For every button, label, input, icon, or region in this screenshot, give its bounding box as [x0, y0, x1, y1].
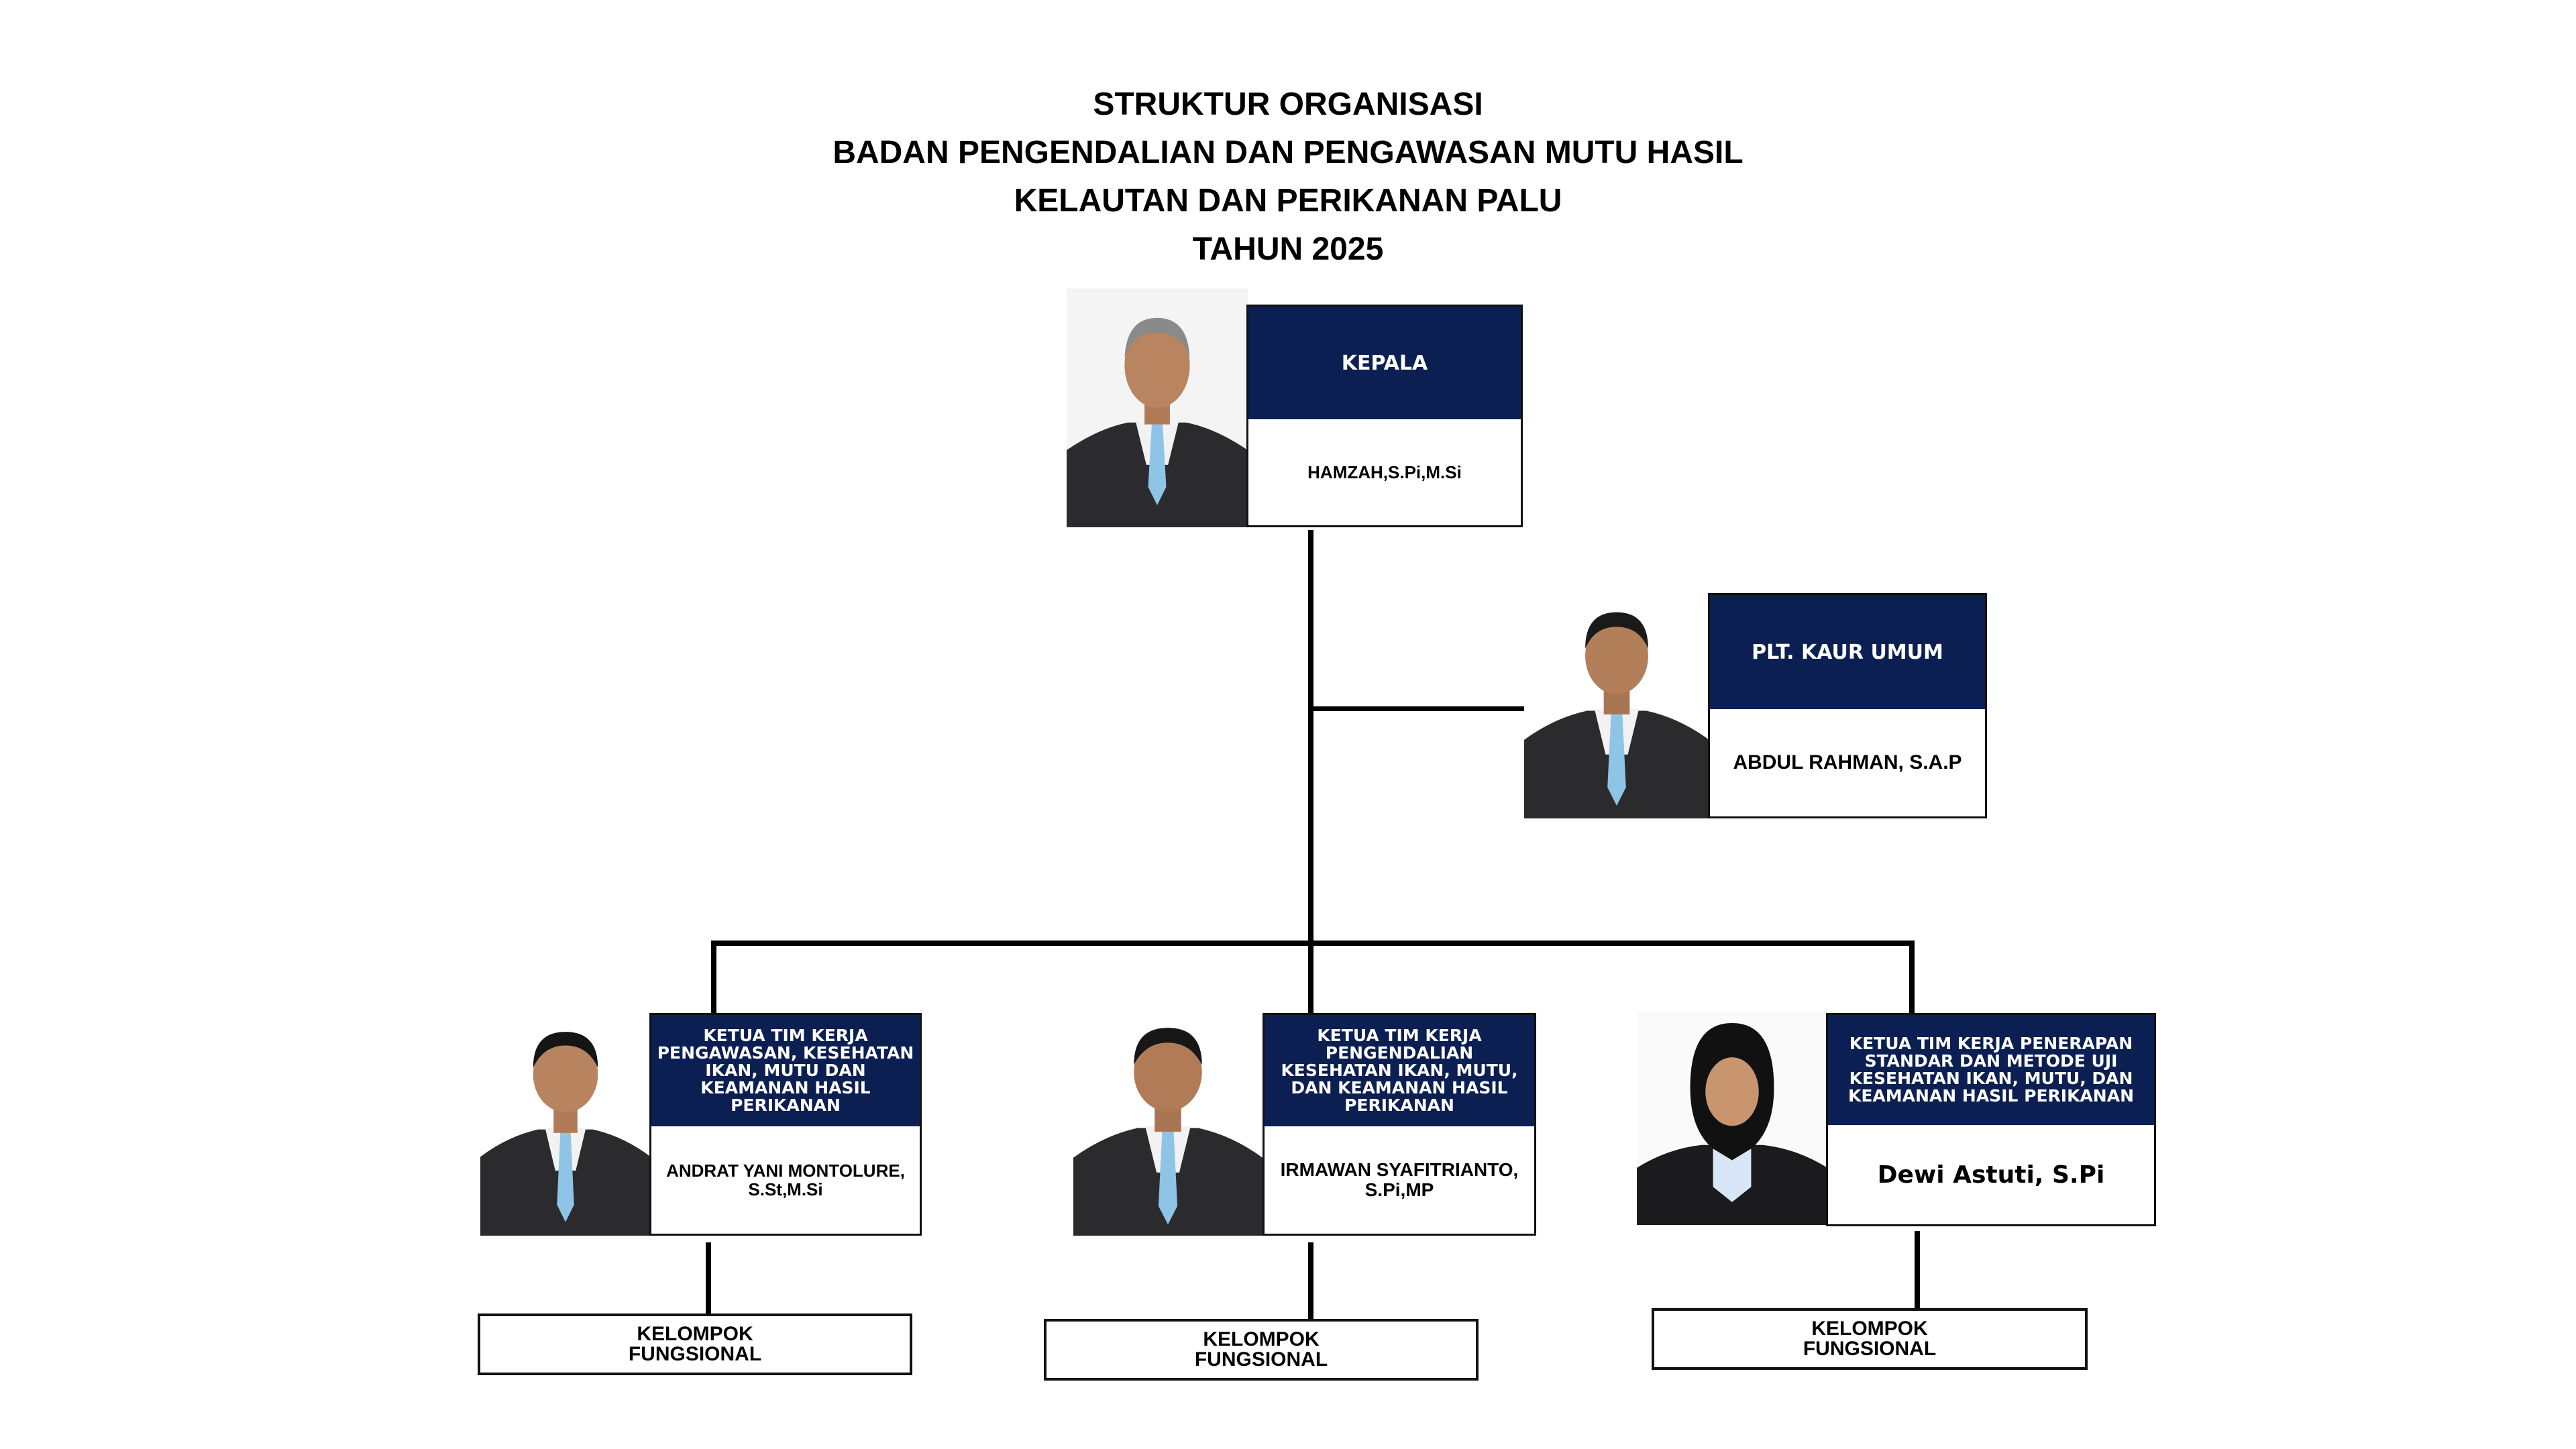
- chart-title-line-3: KELAUTAN DAN PERIKANAN PALU: [1014, 183, 1562, 219]
- team-1-name: ANDRAT YANI MONTOLURE, S.St,M.Si: [666, 1161, 905, 1199]
- team-3-role-header: KETUA TIM KERJA PENERAPAN STANDAR DAN ME…: [1828, 1015, 2154, 1125]
- chart-title-line-1: STRUKTUR ORGANISASI: [1093, 87, 1483, 122]
- kaur-card: PLT. KAUR UMUM ABDUL RAHMAN, S.A.P: [1708, 593, 1987, 818]
- team-3-group-box: KELOMPOK FUNGSIONAL: [1652, 1308, 2088, 1370]
- kaur-role-header: PLT. KAUR UMUM: [1710, 595, 1985, 709]
- team-2-card: KETUA TIM KERJA PENGENDALIAN KESEHATAN I…: [1263, 1013, 1536, 1236]
- team-2-role-header: KETUA TIM KERJA PENGENDALIAN KESEHATAN I…: [1265, 1015, 1534, 1126]
- chart-title-line-2: BADAN PENGENDALIAN DAN PENGAWASAN MUTU H…: [833, 135, 1743, 170]
- chart-title-line-4: TAHUN 2025: [1192, 231, 1384, 267]
- head-name: HAMZAH,S.Pi,M.Si: [1307, 462, 1462, 482]
- connector-group-2-vertical: [1308, 1242, 1313, 1326]
- connector-team-3-vertical: [1909, 941, 1915, 1022]
- team-1-group-box: KELOMPOK FUNGSIONAL: [478, 1313, 912, 1375]
- team-2-name: IRMAWAN SYAFITRIANTO, S.Pi,MP: [1280, 1159, 1519, 1200]
- team-1-card: KETUA TIM KERJA PENGAWASAN, KESEHATAN IK…: [649, 1013, 922, 1236]
- head-portrait-photo: [1067, 288, 1248, 527]
- kaur-portrait-photo: [1524, 590, 1709, 818]
- team-1-role-header: KETUA TIM KERJA PENGAWASAN, KESEHATAN IK…: [651, 1015, 920, 1126]
- connector-team-2-vertical: [1308, 941, 1313, 1022]
- team-1-portrait-photo: [480, 1013, 651, 1236]
- connector-main-vertical: [1308, 530, 1313, 946]
- head-role-header: KEPALA: [1248, 307, 1521, 419]
- connector-group-1-vertical: [706, 1242, 711, 1322]
- connector-group-3-vertical: [1915, 1231, 1920, 1315]
- kaur-name: ABDUL RAHMAN, S.A.P: [1733, 751, 1962, 773]
- connector-team-1-vertical: [711, 941, 716, 1022]
- team-3-card: KETUA TIM KERJA PENERAPAN STANDAR DAN ME…: [1826, 1013, 2156, 1226]
- team-2-portrait-photo: [1073, 1013, 1263, 1236]
- team-3-portrait-photo: [1637, 1012, 1827, 1225]
- head-card: KEPALA HAMZAH,S.Pi,M.Si: [1246, 305, 1523, 527]
- team-2-group-box: KELOMPOK FUNGSIONAL: [1044, 1319, 1479, 1381]
- team-3-name: Dewi Astuti, S.Pi: [1877, 1161, 2105, 1189]
- connector-kaur-branch: [1308, 706, 1529, 711]
